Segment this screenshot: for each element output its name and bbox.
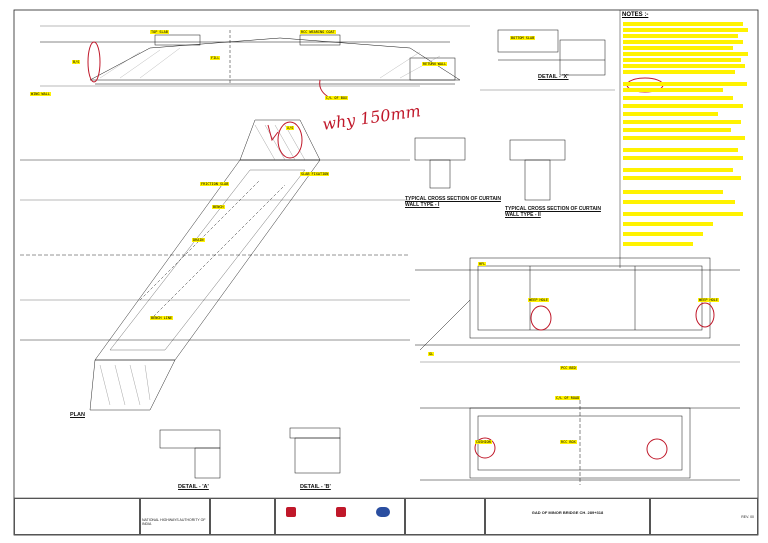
label-slab-fixation: SLAB FIXATION <box>300 172 330 176</box>
notes-heading: NOTES :- <box>622 12 649 18</box>
title-detail-x: DETAIL - 'X' <box>538 74 569 80</box>
note-line <box>623 136 745 140</box>
project-cell <box>405 498 485 535</box>
label-wing-wall: WING WALL <box>30 92 51 96</box>
label-bottom-slab: BOTTOM SLAB <box>510 36 536 40</box>
logos-cell <box>275 498 405 535</box>
label-pcc-bed: PCC BED <box>560 366 577 370</box>
note-line <box>623 168 733 172</box>
label-gl: GL <box>428 352 435 356</box>
note-line <box>623 22 743 26</box>
label-rcc-wearing: RCC WEARING COAT <box>300 30 336 34</box>
title-curtain-wall-2: TYPICAL CROSS SECTION OF CURTAIN WALL TY… <box>505 206 601 218</box>
note-line <box>623 64 745 68</box>
note-line <box>623 148 738 152</box>
note-line <box>623 70 735 74</box>
note-line <box>623 120 741 124</box>
title-detail-a: DETAIL - 'A' <box>178 484 209 490</box>
note-line <box>623 104 743 108</box>
longitudinal-section <box>40 25 470 87</box>
label-drain: DRAIN <box>192 238 205 242</box>
logo-icon <box>376 507 390 517</box>
client-name: NATIONAL HIGHWAYS AUTHORITY OF INDIA <box>142 518 206 526</box>
label-sect-b: B/S <box>72 60 81 64</box>
label-cushion: CUSHION <box>475 440 492 444</box>
note-line <box>623 34 738 38</box>
label-weep-hole-2: WEEP HOLE <box>698 298 719 302</box>
logo-icon <box>286 507 296 517</box>
label-bench: BENCH <box>212 205 225 209</box>
note-line <box>623 52 748 56</box>
consultant-cell <box>210 498 275 535</box>
cross-section-1 <box>415 257 740 363</box>
label-top-slab: TOP SLAB <box>150 30 169 34</box>
note-line <box>623 82 747 86</box>
drawing-number-cell: REV. 00 <box>650 498 758 535</box>
logo-icon <box>336 507 346 517</box>
note-line <box>623 58 741 62</box>
label-fill: FILL <box>210 56 221 60</box>
plan-linework <box>20 119 410 411</box>
label-cl-of-road: C/L OF ROAD <box>555 396 581 400</box>
note-line <box>623 242 693 246</box>
note-line <box>623 200 735 204</box>
detail-a-b-linework <box>159 427 341 479</box>
note-line <box>623 112 718 116</box>
note-line <box>623 128 731 132</box>
note-line <box>623 190 723 194</box>
label-bench-line: BENCH LINE <box>150 316 174 320</box>
note-line <box>623 232 703 236</box>
note-line <box>623 96 733 100</box>
label-hfl: HFL <box>478 262 487 266</box>
note-line <box>623 88 723 92</box>
note-line <box>623 28 748 32</box>
note-line <box>623 156 743 160</box>
title-curtain-wall-1: TYPICAL CROSS SECTION OF CURTAIN WALL TY… <box>405 196 501 208</box>
title-plan: PLAN <box>70 412 85 418</box>
revision-table <box>14 498 140 535</box>
title-detail-b: DETAIL - 'B' <box>300 484 331 490</box>
detail-x-linework <box>480 29 615 91</box>
cross-section-2 <box>420 400 740 485</box>
note-line <box>623 222 713 226</box>
label-friction-slab: FRICTION SLAB <box>200 182 230 186</box>
client-cell: NATIONAL HIGHWAYS AUTHORITY OF INDIA <box>140 498 210 535</box>
label-cl-of-box: C/L OF BOX <box>325 96 349 100</box>
note-line <box>623 176 741 180</box>
drawing-title: GAD OF MINOR BRIDGE CH. 289+318 <box>485 498 650 535</box>
label-return-wall: RETURN WALL <box>422 62 448 66</box>
note-line <box>623 46 733 50</box>
label-rcc-box: RCC BOX <box>560 440 577 444</box>
note-line <box>623 40 743 44</box>
note-line <box>623 212 743 216</box>
label-sect-x: X/S <box>286 126 295 130</box>
curtain-wall-linework <box>414 137 566 201</box>
revision-label: REV. 00 <box>741 515 754 519</box>
label-weep-hole: WEEP HOLE <box>528 298 549 302</box>
